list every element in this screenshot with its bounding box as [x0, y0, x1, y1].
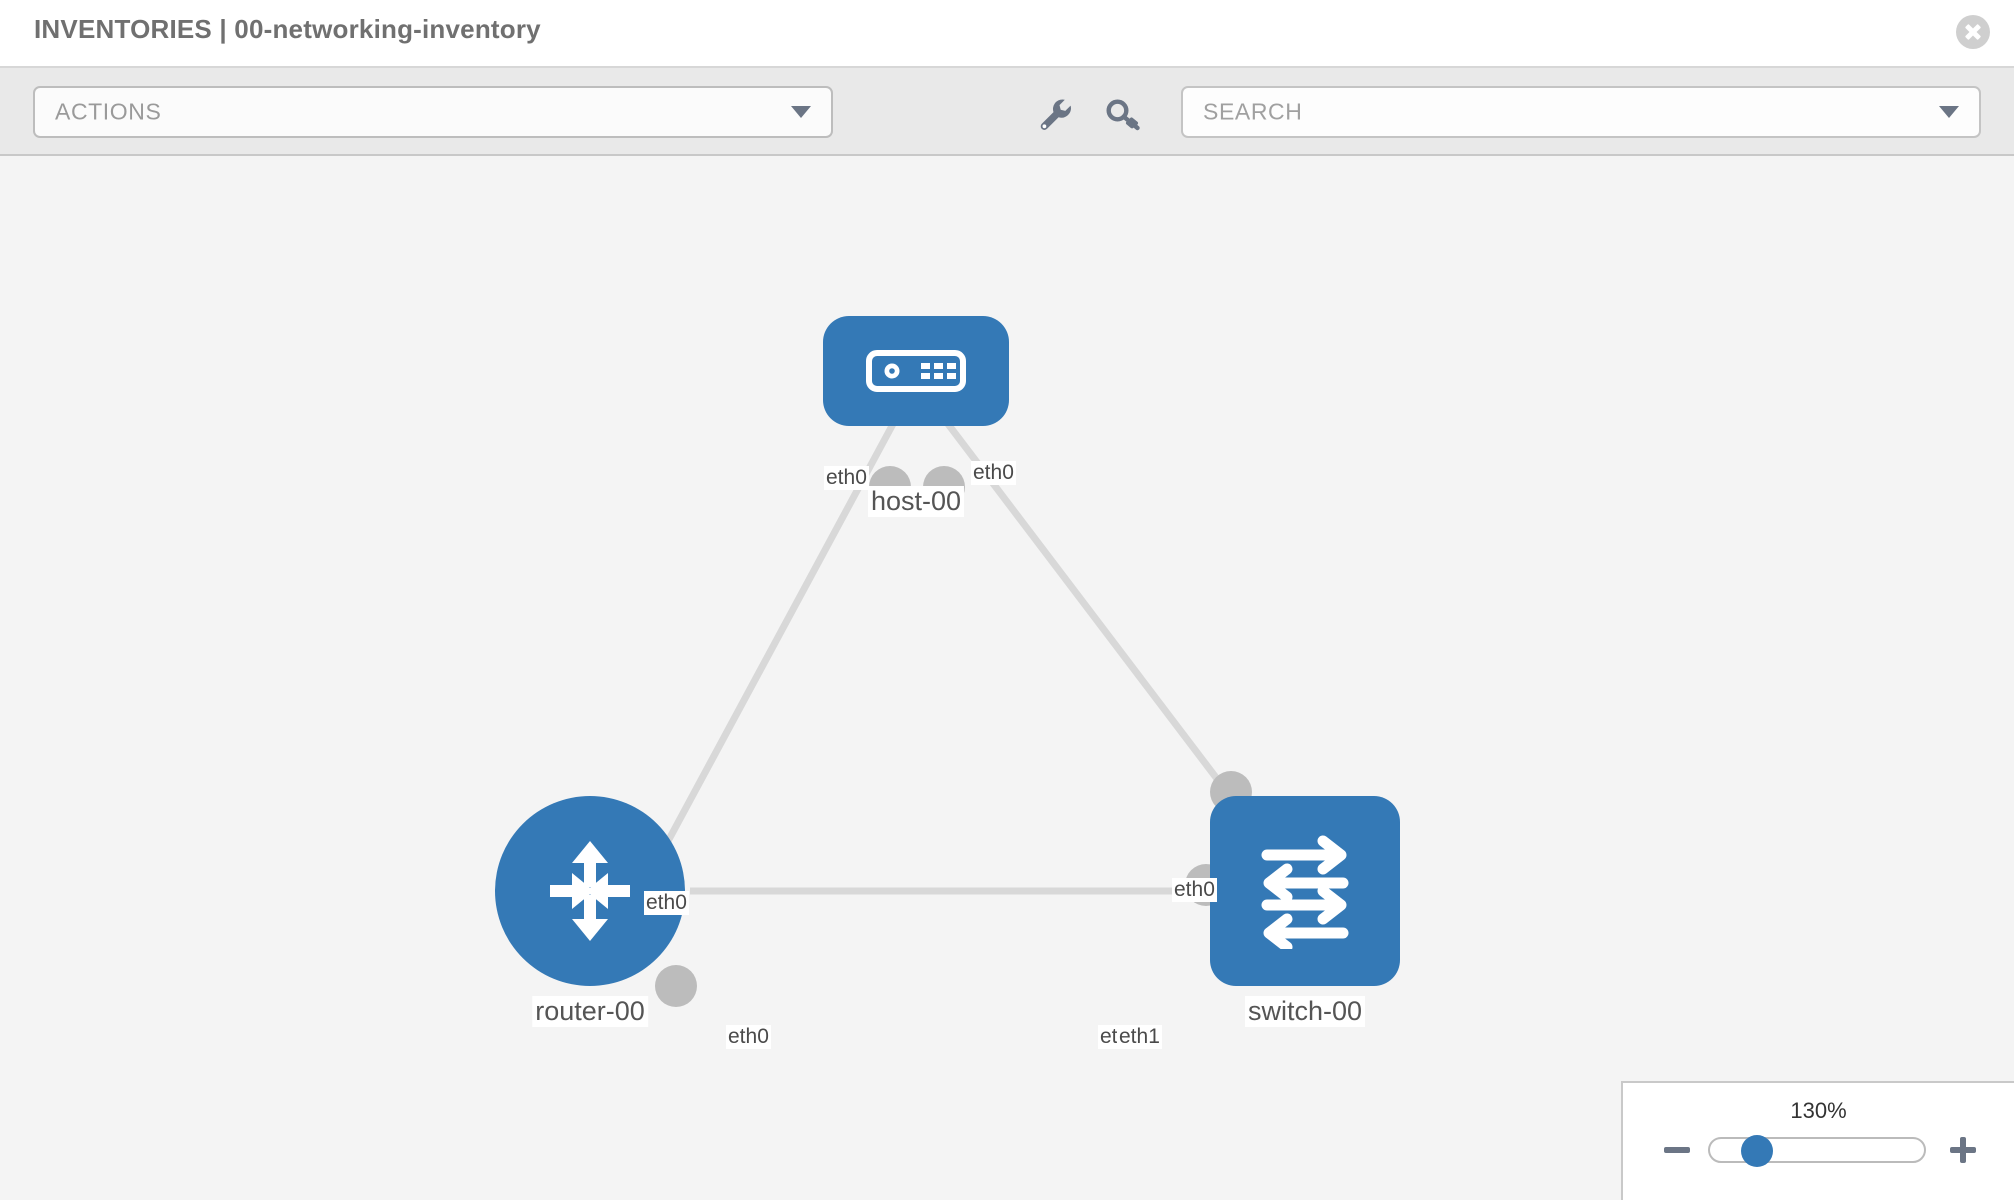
actions-dropdown-label: ACTIONS [55, 98, 162, 125]
port-router-right[interactable] [655, 965, 697, 1007]
iface-label-host-right: eth0 [971, 461, 1016, 485]
server-icon [866, 350, 966, 392]
node-host-00-label: host-00 [867, 486, 965, 517]
topology-canvas[interactable]: host-00 eth0 eth0 [0, 156, 2014, 1200]
page-title: INVENTORIES | 00-networking-inventory [34, 14, 541, 44]
iface-label-router-right: eth0 [726, 1025, 771, 1049]
chevron-down-icon[interactable] [1939, 106, 1959, 118]
iface-label-switch-left: eth1 [1117, 1025, 1162, 1049]
iface-label-switch-top: eth0 [1172, 878, 1217, 902]
key-icon[interactable] [1102, 92, 1146, 136]
node-switch-00-shape[interactable] [1210, 796, 1400, 986]
node-switch-00-label: switch-00 [1244, 996, 1366, 1027]
router-arrows-icon [550, 841, 630, 941]
node-router-00-label: router-00 [532, 996, 648, 1027]
chevron-down-icon [791, 106, 811, 118]
minus-icon [1664, 1147, 1690, 1153]
plus-icon-vertical [1960, 1137, 1966, 1163]
zoom-level-value: 130% [1790, 1098, 1847, 1123]
zoom-slider-thumb[interactable] [1741, 1135, 1773, 1167]
zoom-in-button[interactable] [1948, 1135, 1978, 1165]
search-input[interactable]: SEARCH [1181, 86, 1981, 138]
page-header: INVENTORIES | 00-networking-inventory [0, 0, 2014, 68]
iface-label-host-left: eth0 [824, 466, 869, 490]
search-input-placeholder: SEARCH [1203, 98, 1303, 125]
edge-host-switch [945, 421, 1233, 799]
node-router-00[interactable]: router-00 [495, 796, 697, 1046]
zoom-control-panel: 130% [1621, 1081, 2014, 1200]
iface-label-router-top: eth0 [644, 891, 689, 915]
node-host-00-shape[interactable] [823, 316, 1009, 426]
switch-arrows-icon [1261, 835, 1349, 949]
node-switch-00[interactable]: switch-00 [1185, 771, 1400, 1046]
wrench-icon[interactable] [1033, 92, 1077, 136]
zoom-out-button[interactable] [1662, 1135, 1692, 1165]
node-host-00[interactable]: host-00 [823, 316, 1009, 532]
toolbar: ACTIONS SEARCH [0, 68, 2014, 156]
topology-edges [656, 421, 1233, 895]
actions-dropdown[interactable]: ACTIONS [33, 86, 833, 138]
edge-host-router [656, 422, 897, 858]
close-icon[interactable] [1956, 15, 1990, 49]
